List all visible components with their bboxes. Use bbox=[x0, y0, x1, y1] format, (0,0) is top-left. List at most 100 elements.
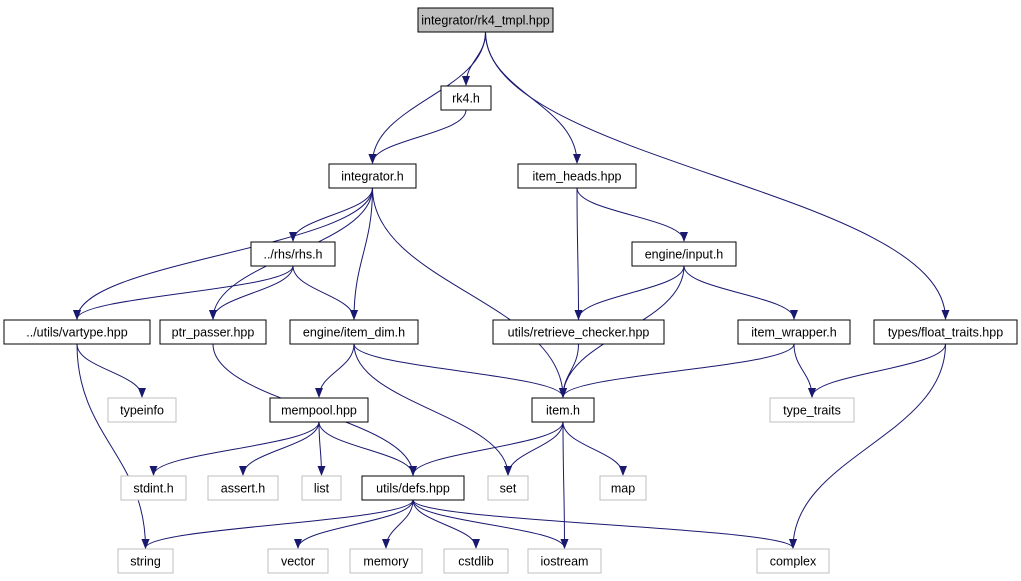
edge-rhs-to-vartype bbox=[73, 265, 294, 320]
node-list-box bbox=[301, 475, 342, 501]
node-assert: assert.h bbox=[207, 475, 279, 501]
node-list-label: list bbox=[314, 482, 330, 496]
node-ptr-passer[interactable]: ptr_passer.hpp bbox=[159, 319, 267, 345]
edge-vartype-to-string bbox=[76, 343, 150, 549]
node-rk4-tmpl-label: integrator/rk4_tmpl.hpp bbox=[421, 14, 550, 28]
node-typeinfo-label: typeinfo bbox=[120, 404, 164, 418]
node-float-traits[interactable]: types/float_traits.hpp bbox=[873, 319, 1018, 345]
node-cstdlib: cstdlib bbox=[443, 548, 509, 574]
node-retrieve-checker-box bbox=[492, 319, 665, 345]
node-string-box bbox=[117, 548, 174, 574]
node-integrator-box bbox=[328, 163, 417, 189]
edge-float-traits-to-complex bbox=[789, 343, 946, 549]
node-integrator[interactable]: integrator.h bbox=[328, 163, 417, 189]
node-iostream-box bbox=[527, 548, 602, 574]
node-vector-label: vector bbox=[281, 555, 315, 569]
node-float-traits-label: types/float_traits.hpp bbox=[888, 326, 1003, 340]
node-integrator-label: integrator.h bbox=[341, 170, 404, 184]
edge-integrator-to-item bbox=[372, 187, 567, 398]
node-set-label: set bbox=[500, 482, 517, 496]
node-engine-input[interactable]: engine/input.h bbox=[631, 241, 737, 267]
edge-mempool-to-stdint bbox=[149, 421, 320, 476]
edge-defs-to-complex bbox=[412, 499, 797, 549]
node-stdint-label: stdint.h bbox=[133, 482, 173, 496]
node-rk4-box bbox=[440, 85, 492, 111]
edge-item-wrapper-to-type-traits bbox=[793, 343, 816, 398]
edge-item-dim-to-mempool bbox=[315, 343, 355, 398]
node-item-heads-box bbox=[517, 163, 637, 189]
node-rk4-tmpl-box bbox=[417, 7, 554, 33]
node-complex-label: complex bbox=[770, 555, 817, 569]
node-vector: vector bbox=[267, 548, 329, 574]
edge-float-traits-to-type-traits bbox=[808, 343, 946, 398]
node-item-box bbox=[531, 397, 595, 423]
edge-rhs-to-ptr-passer bbox=[209, 265, 294, 320]
node-vartype[interactable]: ../utils/vartype.hpp bbox=[3, 319, 151, 345]
edge-defs-to-cstdlib bbox=[412, 499, 480, 549]
edge-item-to-iostream bbox=[560, 421, 569, 549]
edge-item-to-defs bbox=[409, 421, 564, 476]
node-vartype-box bbox=[3, 319, 151, 345]
node-defs[interactable]: utils/defs.hpp bbox=[361, 475, 465, 501]
node-item[interactable]: item.h bbox=[531, 397, 595, 423]
node-rk4[interactable]: rk4.h bbox=[440, 85, 492, 111]
node-defs-label: utils/defs.hpp bbox=[376, 482, 450, 496]
edge-vartype-to-typeinfo bbox=[76, 343, 146, 398]
node-complex: complex bbox=[756, 548, 830, 574]
edge-item-dim-to-set bbox=[353, 343, 512, 476]
node-iostream: iostream bbox=[527, 548, 602, 574]
edge-defs-to-iostream bbox=[412, 499, 569, 549]
node-mempool-label: mempool.hpp bbox=[281, 404, 357, 418]
edge-mempool-to-assert bbox=[239, 421, 320, 476]
node-map-label: map bbox=[611, 482, 635, 496]
node-item-wrapper-label: item_wrapper.h bbox=[751, 326, 837, 340]
node-defs-box bbox=[361, 475, 465, 501]
node-item-dim[interactable]: engine/item_dim.h bbox=[289, 319, 419, 345]
node-map-box bbox=[599, 475, 647, 501]
node-retrieve-checker[interactable]: utils/retrieve_checker.hpp bbox=[492, 319, 665, 345]
node-cstdlib-box bbox=[443, 548, 509, 574]
node-rk4-tmpl[interactable]: integrator/rk4_tmpl.hpp bbox=[417, 7, 554, 33]
edge-item-to-map bbox=[562, 421, 627, 476]
node-item-dim-label: engine/item_dim.h bbox=[303, 326, 405, 340]
node-assert-box bbox=[207, 475, 279, 501]
edge-mempool-to-defs bbox=[318, 421, 417, 476]
node-complex-box bbox=[756, 548, 830, 574]
edge-integrator-to-vartype bbox=[73, 187, 373, 320]
node-mempool[interactable]: mempool.hpp bbox=[269, 397, 369, 423]
node-rhs[interactable]: ../rhs/rhs.h bbox=[250, 241, 336, 267]
edge-item-dim-to-item bbox=[353, 343, 567, 398]
edge-engine-input-to-item-wrapper bbox=[683, 265, 798, 320]
edge-rk4-tmpl-to-rk4 bbox=[462, 31, 486, 86]
node-ptr-passer-box bbox=[159, 319, 267, 345]
node-item-wrapper[interactable]: item_wrapper.h bbox=[737, 319, 851, 345]
node-engine-input-label: engine/input.h bbox=[645, 248, 724, 262]
node-list: list bbox=[301, 475, 342, 501]
edge-item-wrapper-to-item bbox=[559, 343, 795, 398]
edge-defs-to-memory bbox=[382, 499, 414, 549]
edge-retrieve-checker-to-item bbox=[559, 343, 579, 398]
node-ptr-passer-label: ptr_passer.hpp bbox=[172, 326, 255, 340]
node-item-dim-box bbox=[289, 319, 419, 345]
node-string-label: string bbox=[130, 555, 161, 569]
node-vartype-label: ../utils/vartype.hpp bbox=[26, 326, 127, 340]
node-rhs-box bbox=[250, 241, 336, 267]
node-retrieve-checker-label: utils/retrieve_checker.hpp bbox=[508, 326, 650, 340]
node-item-heads[interactable]: item_heads.hpp bbox=[517, 163, 637, 189]
node-assert-label: assert.h bbox=[221, 482, 266, 496]
edges-layer bbox=[73, 31, 950, 549]
node-rhs-label: ../rhs/rhs.h bbox=[263, 248, 322, 262]
edge-rk4-tmpl-to-float-traits bbox=[485, 31, 950, 320]
node-item-heads-label: item_heads.hpp bbox=[533, 170, 622, 184]
edge-item-heads-to-retrieve-checker bbox=[574, 187, 583, 320]
edge-item-to-set bbox=[504, 421, 564, 476]
edge-item-heads-to-engine-input bbox=[576, 187, 688, 242]
edge-rhs-to-item-dim bbox=[292, 265, 358, 320]
node-set-box bbox=[487, 475, 529, 501]
node-iostream-label: iostream bbox=[541, 555, 589, 569]
node-engine-input-box bbox=[631, 241, 737, 267]
node-stdint: stdint.h bbox=[120, 475, 187, 501]
nodes-layer: integrator/rk4_tmpl.hpp rk4.h integrator.h… bbox=[3, 7, 1018, 574]
edge-defs-to-vector bbox=[294, 499, 414, 549]
